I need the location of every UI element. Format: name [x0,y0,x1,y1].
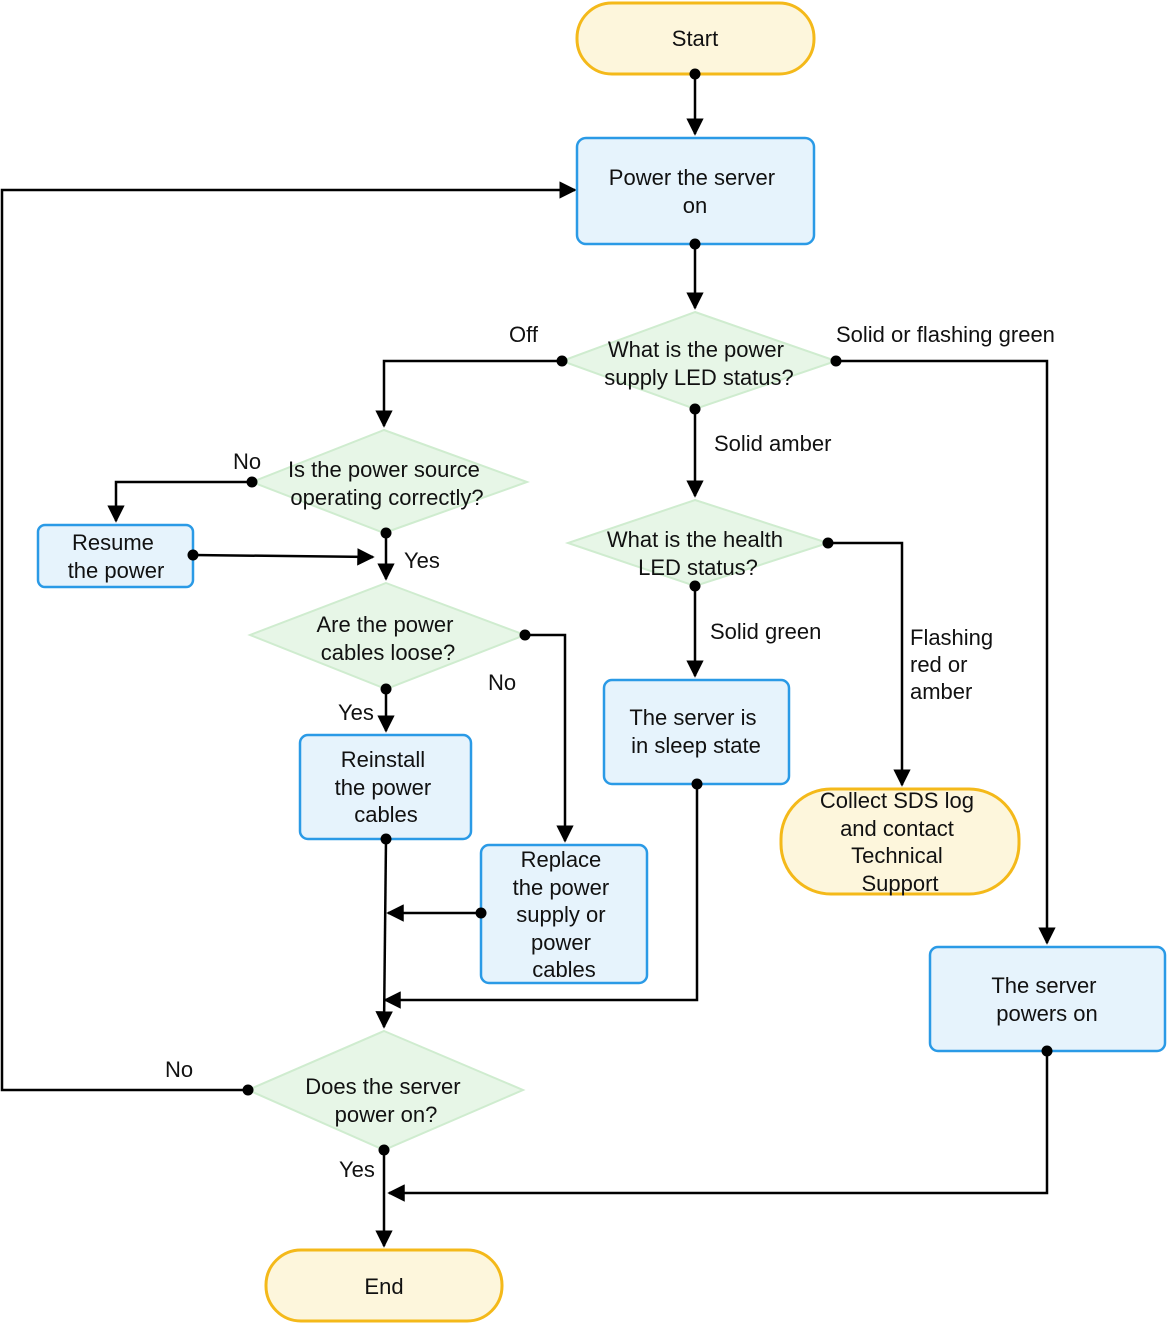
server-powers-on-line-1: The server [991,973,1096,998]
svg-text:The server is in sleep s: The server is in sleep state [629,705,762,758]
edge-cables-no [525,633,574,843]
svg-text:Replace the power: Replace the power supply or power cables [513,847,616,982]
server-powers-on-line-2: powers on [996,1001,1098,1026]
svg-text:Collect SDS log and cont: Collect SDS log and contact Technical Su… [820,788,980,896]
label-power-source-no: No [233,449,261,474]
edge-health-flashing [828,541,911,787]
resume-power-box: Resume the power [36,523,195,589]
label-solid-green: Solid green [710,619,821,644]
edge-sleep-to-merge [383,784,699,1009]
edge-powers-on-to-end [387,1051,1049,1202]
collect-sds-line-4: Support [861,871,938,896]
edges [0,74,1056,1248]
resume-power-line-2: the power [68,558,165,583]
power-source-line-2: operating correctly? [290,485,483,510]
svg-text:What is the health LED s: What is the health LED status? [607,527,789,580]
psu-led-line-2: supply LED status? [604,365,794,390]
collect-sds-line-1: Collect SDS log [820,788,974,813]
reinstall-box: Reinstall the power cables [298,733,473,841]
label-cables-no: No [488,670,516,695]
health-led-decision: What is the health LED status? [564,498,832,588]
collect-sds-line-3: Technical [851,843,943,868]
reinstall-line-3: cables [354,802,418,827]
label-flashing-line-3: amber [910,679,972,704]
edge-power-source-no [107,480,252,523]
reinstall-line-1: Reinstall [341,747,425,772]
end-terminal: End [264,1248,504,1323]
psu-led-decision: What is the power supply LED status? [559,310,840,411]
power-source-line-1: Is the power source [288,457,480,482]
replace-line-2: the power [513,875,610,900]
label-off: Off [509,322,539,347]
psu-led-line-1: What is the power [608,337,784,362]
power-on-box: Power the server on [575,136,816,246]
svg-text:Are the power cables loo: Are the power cables loose? [316,612,459,665]
label-power-source-yes: Yes [404,548,440,573]
svg-text:Does the server power on: Does the server power on? [305,1074,466,1127]
power-on-line-2: on [683,193,707,218]
replace-line-5: cables [532,957,596,982]
start-terminal: Start [575,1,816,76]
power-source-decision: Is the power source operating correctly? [249,428,530,535]
collect-sds-terminal: Collect SDS log and contact Technical Su… [779,787,1021,896]
health-led-line-2: LED status? [638,555,758,580]
sleep-state-box: The server is in sleep state [602,678,791,786]
label-does-power-yes: Yes [339,1157,375,1182]
server-powers-on-box: The server powers on [928,945,1167,1053]
reinstall-line-2: the power [335,775,432,800]
collect-sds-line-2: and contact [840,816,954,841]
start-label: Start [672,26,718,51]
label-cables-yes: Yes [338,700,374,725]
svg-text:Power the server on: Power the server on [609,165,781,218]
svg-text:The server powers on: The server powers on [991,973,1102,1026]
connection-dots [187,68,1053,1156]
edge-labels: Off Solid or flashing green Solid amber … [165,322,1055,1182]
cables-loose-decision: Are the power cables loose? [247,581,528,691]
resume-power-line-1: Resume [72,530,154,555]
label-solid-amber: Solid amber [714,431,831,456]
edge-resume-to-join [192,548,375,566]
label-flashing-line-2: red or [910,652,967,677]
svg-text:Is the power source oper: Is the power source operating correctly? [288,457,486,510]
sleep-state-line-2: in sleep state [631,733,761,758]
svg-text:What is the power supply: What is the power supply LED status? [604,337,794,390]
replace-box: Replace the power supply or power cables [479,843,649,985]
svg-text:Reinstall the power: Reinstall the power cables [335,747,438,827]
label-solid-or-flashing-green: Solid or flashing green [836,322,1055,347]
replace-line-1: Replace [521,847,602,872]
replace-line-3: supply or [516,902,605,927]
edge-psu-green [836,359,1056,945]
svg-text:Resume the power: Resume the power [68,530,165,583]
replace-line-4: power [531,930,591,955]
edge-does-power-no [0,181,577,1092]
cables-loose-line-1: Are the power [316,612,453,637]
does-power-on-line-2: power on? [335,1102,438,1127]
end-label: End [364,1274,403,1299]
health-led-line-1: What is the health [607,527,783,552]
svg-text:Flashing red or am: Flashing red or amber [910,625,999,704]
label-flashing-line-1: Flashing [910,625,993,650]
label-does-power-no: No [165,1057,193,1082]
does-power-on-line-1: Does the server [305,1074,460,1099]
does-power-on-decision: Does the server power on? [245,1029,526,1152]
edge-psu-off [375,359,562,428]
sleep-state-line-1: The server is [629,705,756,730]
cables-loose-line-2: cables loose? [321,640,456,665]
power-on-line-1: Power the server [609,165,775,190]
